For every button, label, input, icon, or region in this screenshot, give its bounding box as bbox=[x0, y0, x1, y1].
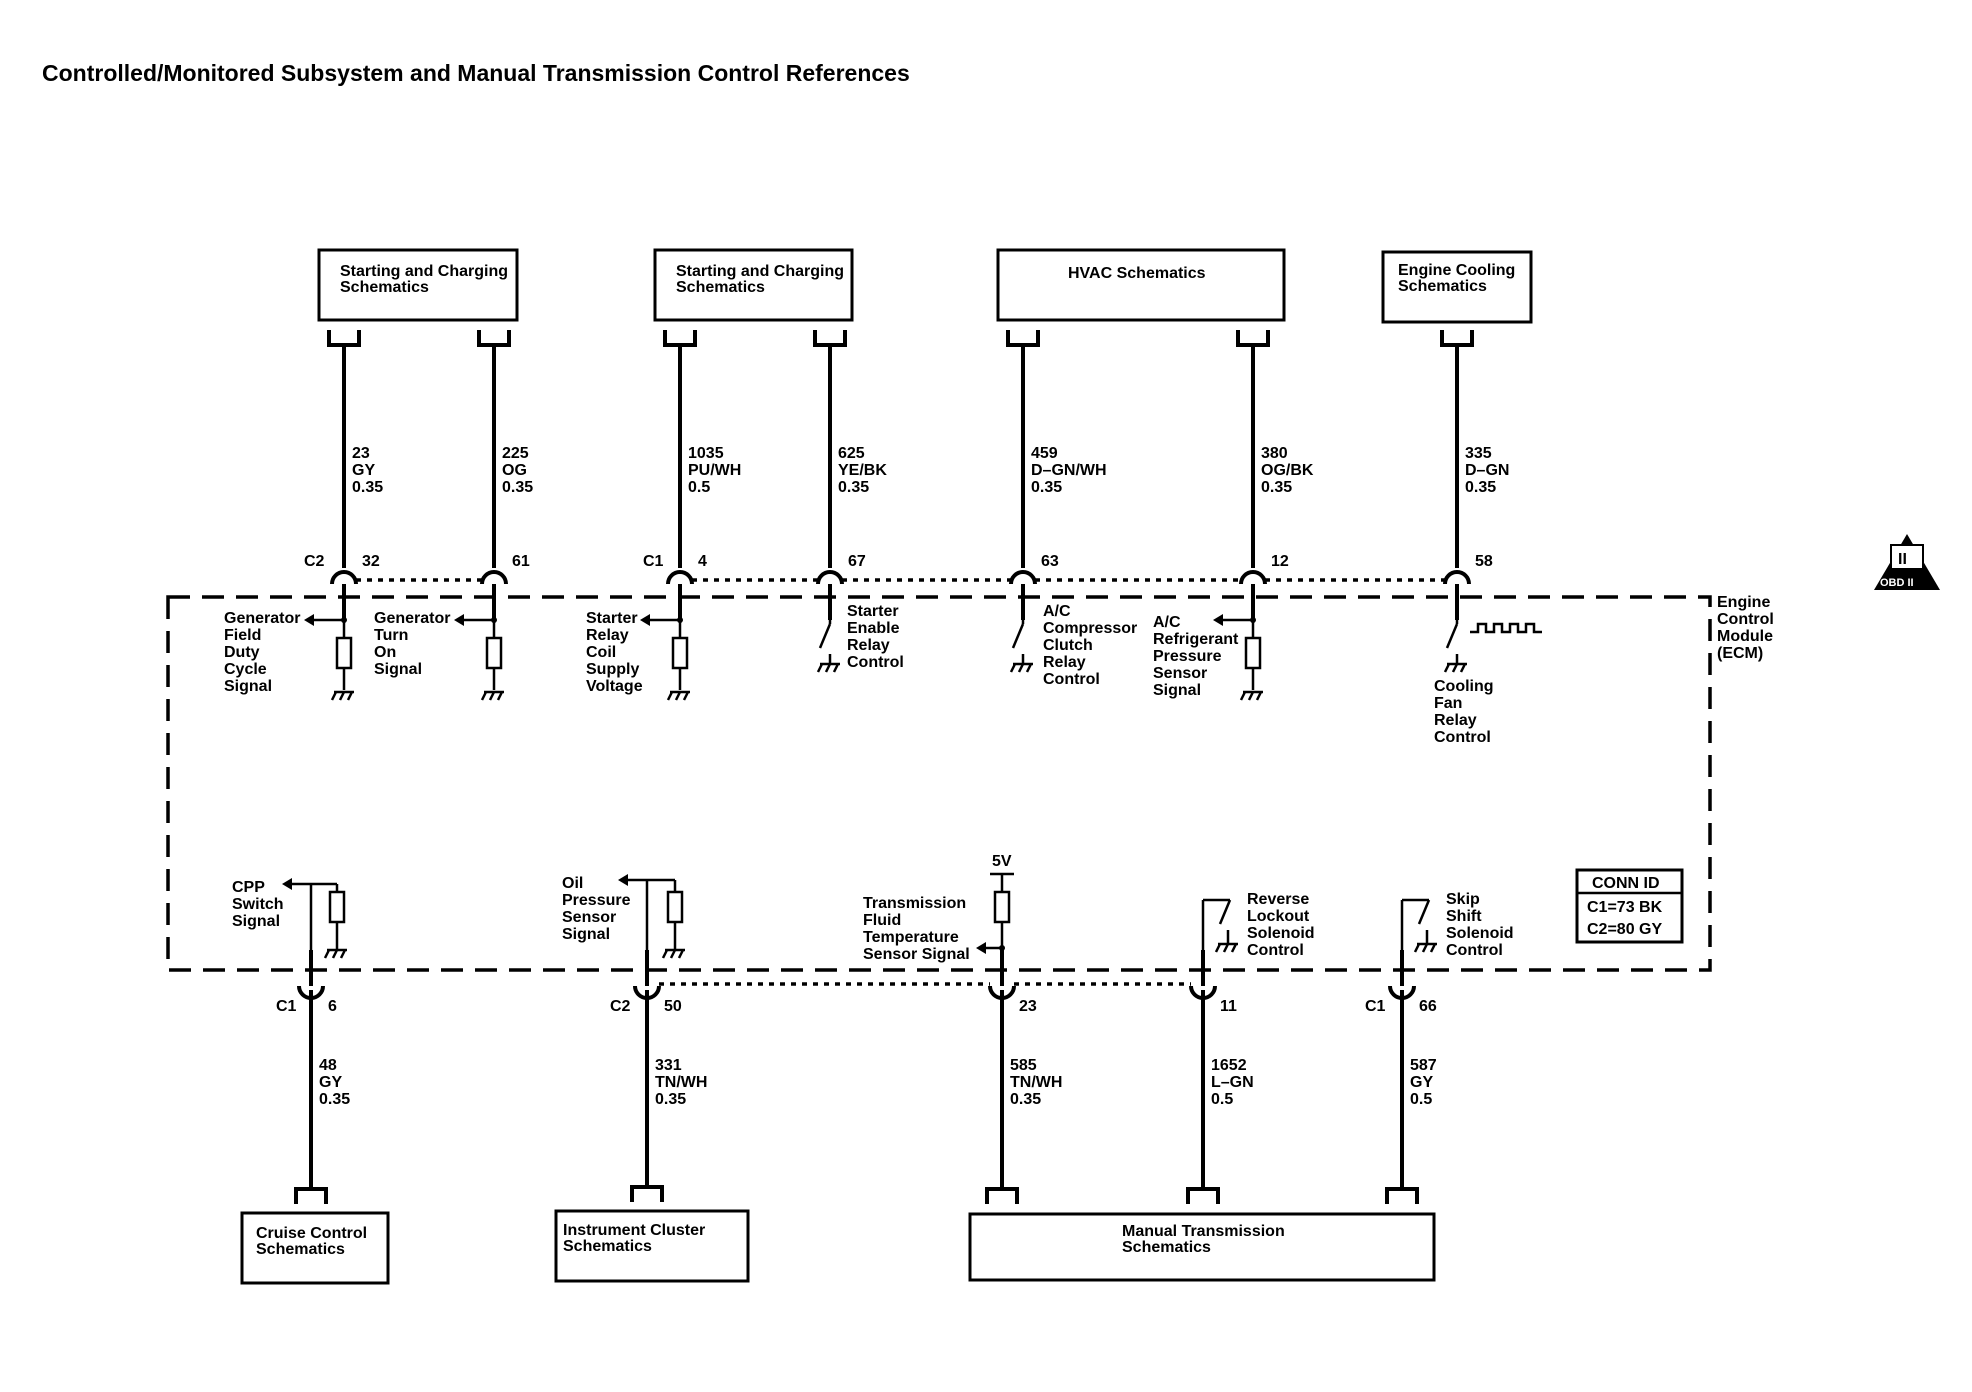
bottom-pin-labels: C1 6 C2 50 23 11 C1 66 bbox=[276, 998, 1437, 1015]
svg-text:32: 32 bbox=[362, 553, 380, 570]
obd-ii-icon: II OBD II bbox=[1874, 534, 1940, 590]
svg-text:61: 61 bbox=[512, 553, 530, 570]
top-wires bbox=[342, 345, 1459, 568]
ref-box-hvac[interactable]: HVAC Schematics bbox=[996, 248, 1286, 322]
ref-box-starting-charging-2[interactable]: Starting and Charging Schematics bbox=[653, 248, 854, 322]
svg-text:Engine Cooling: Engine Cooling bbox=[1398, 262, 1515, 279]
svg-text:11: 11 bbox=[1220, 998, 1237, 1015]
bottom-connector-arcs bbox=[297, 950, 1416, 1000]
svg-text:CONN ID: CONN ID bbox=[1592, 875, 1660, 892]
top-internal-circuits bbox=[304, 614, 1542, 701]
ref-box-engine-cooling[interactable]: Engine Cooling Schematics bbox=[1381, 250, 1533, 324]
svg-text:12: 12 bbox=[1271, 553, 1289, 570]
conn-id-table: CONN ID C1=73 BK C2=80 GY bbox=[1575, 868, 1684, 944]
svg-text:OBD II: OBD II bbox=[1880, 577, 1914, 589]
top-pin-labels: C2 32 61 C1 4 67 63 12 58 bbox=[304, 553, 1493, 570]
svg-text:II: II bbox=[1898, 551, 1907, 568]
svg-text:67: 67 bbox=[848, 553, 866, 570]
svg-text:Cruise Control: Cruise Control bbox=[256, 1225, 367, 1242]
bottom-wires bbox=[309, 990, 1404, 1189]
svg-text:Manual Transmission: Manual Transmission bbox=[1122, 1223, 1285, 1240]
page-title: Controlled/Monitored Subsystem and Manua… bbox=[42, 60, 910, 86]
svg-text:C1: C1 bbox=[1365, 998, 1386, 1015]
svg-text:C1: C1 bbox=[643, 553, 664, 570]
ecm-label: Engine Control Module (ECM) bbox=[1717, 594, 1778, 662]
bottom-internal-circuits bbox=[282, 872, 1437, 959]
ref-box-instrument-cluster[interactable]: Instrument Cluster Schematics bbox=[554, 1209, 750, 1283]
svg-text:Schematics: Schematics bbox=[676, 279, 765, 296]
svg-text:4: 4 bbox=[698, 553, 707, 570]
ref-box-cruise-control[interactable]: Cruise Control Schematics bbox=[240, 1211, 390, 1285]
svg-text:Instrument Cluster: Instrument Cluster bbox=[563, 1222, 705, 1239]
ref-box-starting-charging-1[interactable]: Starting and Charging Schematics bbox=[317, 248, 519, 322]
ref-box-manual-transmission[interactable]: Manual Transmission Schematics bbox=[968, 1212, 1436, 1282]
svg-text:Schematics: Schematics bbox=[563, 1238, 652, 1255]
svg-text:C1=73 BK: C1=73 BK bbox=[1587, 899, 1663, 916]
svg-text:6: 6 bbox=[328, 998, 337, 1015]
svg-text:C2: C2 bbox=[304, 553, 325, 570]
svg-text:23: 23 bbox=[1019, 998, 1037, 1015]
svg-text:50: 50 bbox=[664, 998, 682, 1015]
svg-text:58: 58 bbox=[1475, 553, 1493, 570]
svg-text:C2=80 GY: C2=80 GY bbox=[1587, 921, 1662, 938]
svg-text:63: 63 bbox=[1041, 553, 1059, 570]
svg-text:Schematics: Schematics bbox=[256, 1241, 345, 1258]
svg-text:Starting and Charging: Starting and Charging bbox=[340, 263, 508, 280]
pwm-waveform-icon bbox=[1470, 622, 1542, 634]
svg-text:Schematics: Schematics bbox=[1122, 1239, 1211, 1256]
svg-text:C1: C1 bbox=[276, 998, 297, 1015]
svg-text:66: 66 bbox=[1419, 998, 1437, 1015]
svg-text:Schematics: Schematics bbox=[1398, 278, 1487, 295]
ecm-outline bbox=[166, 595, 1712, 972]
svg-text:Schematics: Schematics bbox=[340, 279, 429, 296]
svg-text:5V: 5V bbox=[992, 853, 1012, 870]
top-connector-arcs bbox=[330, 570, 1471, 620]
svg-text:Starting and Charging: Starting and Charging bbox=[676, 263, 844, 280]
svg-text:HVAC Schematics: HVAC Schematics bbox=[1068, 265, 1206, 282]
svg-text:C2: C2 bbox=[610, 998, 631, 1015]
